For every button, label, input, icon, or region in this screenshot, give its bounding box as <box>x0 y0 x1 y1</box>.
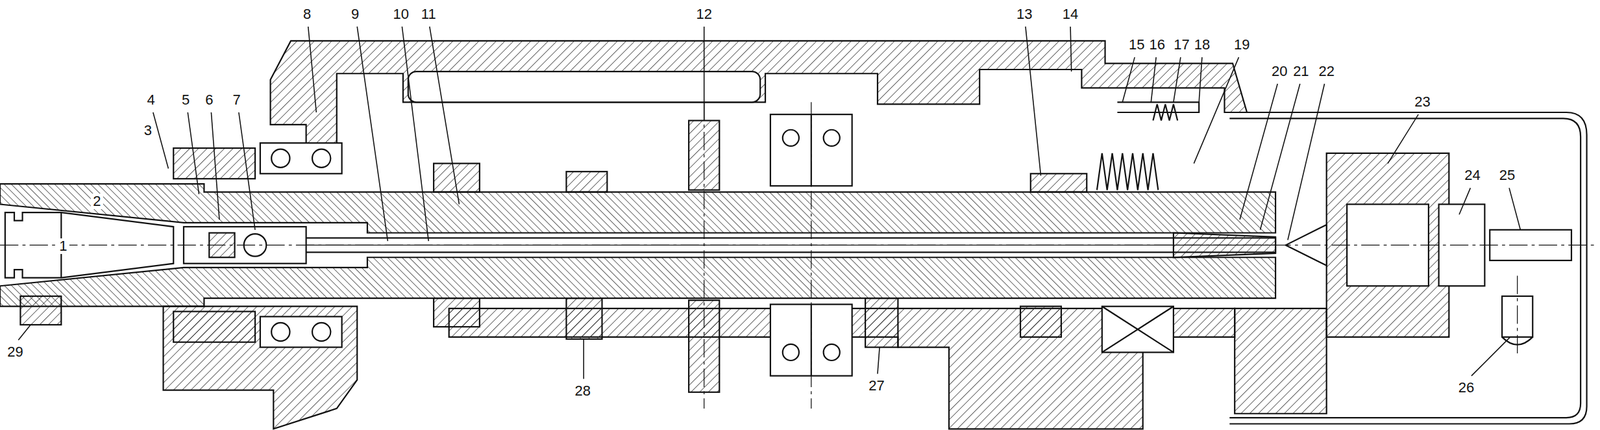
callout-number: 24 <box>1462 167 1482 184</box>
callout-number: 20 <box>1269 63 1290 80</box>
callout-number: 19 <box>1231 36 1252 53</box>
callout-number: 26 <box>1456 379 1477 396</box>
callout-number: 14 <box>1060 6 1081 23</box>
callout-number: 21 <box>1291 63 1311 80</box>
callout-number: 17 <box>1171 36 1192 53</box>
callout-number: 3 <box>142 122 154 139</box>
callout-number: 25 <box>1497 167 1517 184</box>
callout-number: 29 <box>5 344 25 360</box>
callout-number: 8 <box>301 6 313 23</box>
callout-number: 7 <box>231 92 243 108</box>
callout-number: 22 <box>1316 63 1336 80</box>
callout-number: 16 <box>1146 36 1167 53</box>
callout-number: 23 <box>1412 94 1432 110</box>
callout-number: 5 <box>179 92 192 108</box>
leader-lines <box>18 26 1521 379</box>
callout-number: 27 <box>866 377 887 394</box>
callout-number: 6 <box>203 92 215 108</box>
callout-number: 12 <box>693 6 714 23</box>
callout-number: 10 <box>391 6 411 23</box>
callout-number: 1 <box>57 238 69 254</box>
callout-number: 11 <box>419 6 439 23</box>
callout-number: 2 <box>90 193 103 210</box>
callout-number: 9 <box>349 6 361 23</box>
callout-number: 18 <box>1192 36 1212 53</box>
callout-number: 15 <box>1126 36 1147 53</box>
callout-number: 28 <box>572 382 592 399</box>
callout-number: 4 <box>145 92 158 108</box>
callout-number: 13 <box>1014 6 1034 23</box>
